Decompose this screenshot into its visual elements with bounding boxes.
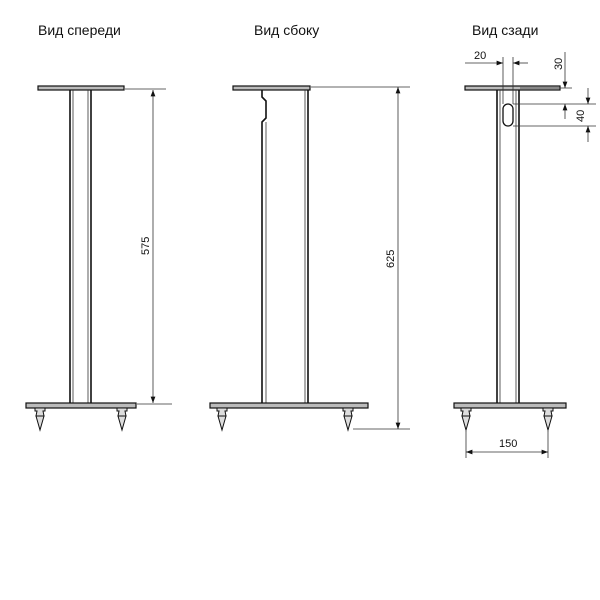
spike-icon [216, 407, 228, 431]
cable-slot [502, 103, 514, 127]
front-view: Вид спереди 575 [25, 22, 172, 431]
spike-spacing-label: 150 [499, 438, 517, 450]
base-plate [25, 402, 137, 409]
base-plate [209, 402, 369, 409]
side-view-title: Вид сбоку [254, 22, 319, 38]
top-plate [37, 85, 125, 91]
top-plate [232, 85, 311, 91]
side-height-label: 625 [385, 250, 397, 268]
back-view: Вид сзади 20 30 40 150 [453, 22, 596, 458]
spike-icon [342, 407, 354, 431]
slot-dim-label: 40 [575, 110, 587, 122]
base-plate [453, 402, 567, 409]
front-height-label: 575 [140, 237, 152, 255]
spike-icon [460, 407, 472, 431]
spike-icon [116, 407, 128, 431]
offset-dim-label: 30 [553, 58, 565, 70]
side-view: Вид сбоку 625 [209, 22, 410, 431]
front-view-title: Вид спереди [38, 22, 121, 38]
spike-icon [542, 407, 554, 431]
spike-icon [34, 407, 46, 431]
width-dim-label: 20 [474, 50, 486, 62]
back-view-title: Вид сзади [472, 22, 538, 38]
